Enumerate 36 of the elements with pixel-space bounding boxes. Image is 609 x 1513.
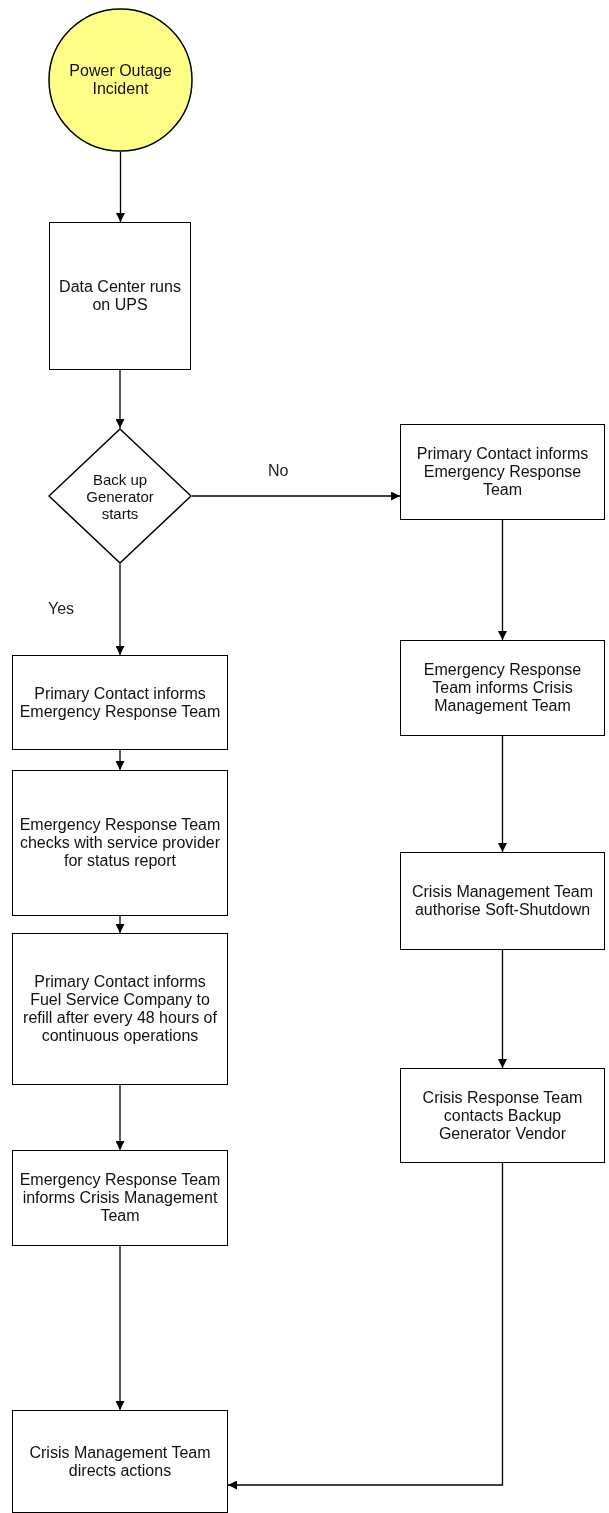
node-text: Data Center runs on UPS bbox=[58, 278, 182, 314]
node-text: Primary Contact informs Emergency Response Team bbox=[18, 684, 222, 721]
process-box bbox=[12, 933, 228, 1085]
arrow bbox=[116, 151, 125, 223]
arrow bbox=[227, 1162, 504, 1490]
process-box bbox=[12, 1150, 228, 1246]
node-text: Emergency Response Team informs Crisis Management Team bbox=[422, 661, 583, 715]
node-text: Back up Generator starts bbox=[85, 470, 155, 522]
process-box bbox=[400, 424, 605, 520]
arrow bbox=[115, 369, 125, 429]
node-text: Primary Contact informs Fuel Service Company to refill after every 48 hours of continuous operations bbox=[22, 973, 218, 1045]
process-box bbox=[12, 1410, 228, 1513]
node-text: Crisis Management Team directs actions bbox=[28, 1443, 212, 1480]
process-box bbox=[12, 655, 228, 750]
arrow bbox=[191, 491, 401, 501]
node-text: Emergency Response Team informs Crisis Management Team bbox=[18, 1171, 222, 1225]
decision-diamond bbox=[48, 428, 192, 564]
arrow bbox=[115, 915, 125, 934]
arrow bbox=[498, 949, 507, 1069]
node-text: Emergency Response Team checks with service provider for status report bbox=[18, 816, 222, 870]
process-box bbox=[12, 770, 228, 916]
node-text: Primary Contact informs Emergency Response Team bbox=[415, 445, 590, 499]
arrow bbox=[115, 1245, 125, 1411]
start-circle bbox=[48, 8, 193, 152]
process-box bbox=[400, 852, 605, 950]
arrow bbox=[115, 563, 125, 656]
arrow bbox=[115, 749, 125, 771]
node-text: Crisis Management Team authorise Soft-Shutdown bbox=[410, 883, 595, 919]
process-box bbox=[49, 222, 191, 370]
node-text: Power Outage Incident bbox=[68, 62, 173, 98]
node-text: Crisis Response Team contacts Backup Generator Vendor bbox=[421, 1088, 584, 1143]
process-box bbox=[400, 640, 605, 736]
arrow bbox=[498, 519, 507, 641]
process-box bbox=[400, 1068, 605, 1163]
arrow bbox=[498, 735, 507, 853]
arrow bbox=[115, 1084, 125, 1151]
